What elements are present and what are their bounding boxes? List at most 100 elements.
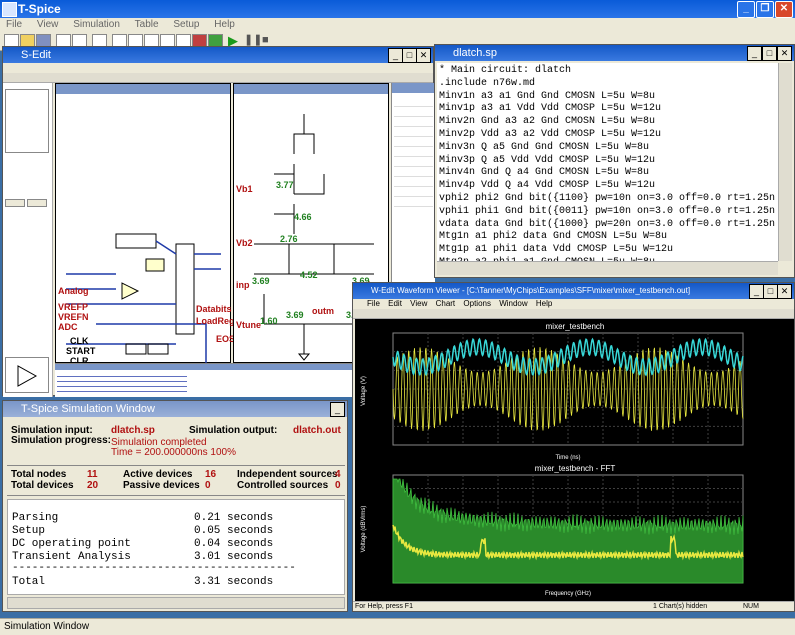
cell-preview: [5, 357, 49, 393]
library-list[interactable]: [5, 89, 49, 153]
stat-controlled-sources-value: 0: [335, 480, 341, 491]
mixer-diagram: [254, 114, 374, 361]
divider-2: [7, 495, 345, 496]
simulation-titlebar: T-Spice Simulation Window _: [3, 401, 347, 417]
stop-icon[interactable]: ■: [262, 34, 269, 46]
timing-total-value: 3.31 seconds: [194, 576, 274, 588]
mixer-schematic-tab: [234, 84, 388, 94]
netlist-line: * Main circuit: dlatch: [439, 65, 572, 76]
stat-total-nodes-label: Total nodes: [11, 469, 67, 480]
stat-active-devices-value: 16: [205, 469, 217, 480]
menu-help[interactable]: Help: [214, 19, 235, 30]
command-log-header: [55, 364, 435, 370]
netlist-line: Mtg2n a2 phi1 a1 Gnd CMOSN L=5u W=8u: [439, 257, 776, 261]
netlist-line: Minv2n Gnd a3 a2 Gnd CMOSN L=5u W=8u: [439, 116, 656, 128]
wmenu-file[interactable]: File: [367, 299, 380, 308]
bottom-chart-title: mixer_testbench - FFT: [535, 464, 616, 473]
menu-view[interactable]: View: [36, 19, 59, 30]
stat-total-devices-label: Total devices: [11, 480, 74, 491]
netlist-vertical-scrollbar[interactable]: [778, 63, 792, 261]
label-vrefp: VREFP: [58, 302, 89, 312]
netlist-line: Mtg1p a1 phi1 data Vdd CMOSP L=5u W=12u: [439, 244, 674, 256]
netlist-line: Mtg1n a1 phi2 data Gnd CMOSN L=5u W=8u: [439, 231, 668, 243]
waveform-minimize-button[interactable]: _: [749, 284, 764, 299]
run-simulation-icon[interactable]: ▶: [228, 33, 238, 48]
waveform-close-button[interactable]: ✕: [777, 284, 792, 299]
timing-separator: ----------------------------------------…: [12, 562, 296, 574]
wmenu-window[interactable]: Window: [499, 299, 528, 308]
close-button[interactable]: ✕: [775, 1, 793, 18]
top-chart-yellow-trace: [392, 347, 744, 432]
minimize-button[interactable]: _: [737, 1, 755, 18]
label-loadreg: LoadReg: [196, 316, 235, 326]
netlist-maximize-button[interactable]: □: [762, 46, 777, 61]
node-466: 4.66: [294, 212, 312, 222]
sim-input-value: dlatch.sp: [111, 425, 155, 436]
netlist-title: dlatch.sp: [453, 47, 498, 59]
bottom-chart-yellow-trace: [392, 524, 744, 561]
wmenu-help[interactable]: Help: [535, 299, 553, 308]
netlist-line: Minv1p a3 a1 Vdd Vdd CMOSP L=5u W=12u: [439, 103, 662, 115]
stat-independent-sources-label: Independent sources: [237, 469, 338, 480]
wmenu-view[interactable]: View: [410, 299, 428, 308]
simulation-stats: Total nodes 11 Active devices 16 Indepen…: [9, 469, 343, 493]
label-eos: EOS: [216, 334, 236, 344]
netlist-close-button[interactable]: ✕: [777, 46, 792, 61]
wmenu-options[interactable]: Options: [463, 299, 491, 308]
app-title: T-Spice: [18, 2, 61, 16]
adc-schematic-tab: [56, 84, 230, 94]
wmenu-chart[interactable]: Chart: [435, 299, 456, 308]
stat-passive-devices-value: 0: [205, 480, 211, 491]
waveform-status-hidden: 1 Chart(s) hidden: [653, 603, 708, 610]
simulation-window: T-Spice Simulation Window _ Simulation i…: [2, 400, 348, 612]
label-clk: CLK: [70, 336, 89, 346]
node-276: 2.76: [280, 234, 298, 244]
library-button-1[interactable]: [5, 199, 25, 207]
top-chart-cyan-trace: [392, 337, 744, 377]
restore-button[interactable]: ❐: [756, 1, 774, 18]
netlist-line: Minv4n Gnd Q a4 Gnd CMOSN L=5u W=8u: [439, 167, 650, 179]
netlist-line: .include n76w.md: [439, 77, 536, 89]
node-369-inm: 3.69: [352, 276, 370, 286]
netlist-line: vdata data Gnd bit({1000} pw=20n on=3.0 …: [439, 218, 778, 230]
top-chart-title: mixer_testbench: [546, 322, 605, 331]
node-377: 3.77: [276, 180, 294, 190]
properties-grid[interactable]: [394, 97, 433, 207]
label-vb1: Vb1: [236, 184, 253, 194]
waveform-maximize-button[interactable]: □: [763, 284, 778, 299]
stat-total-devices-value: 20: [87, 480, 99, 491]
netlist-horizontal-scrollbar[interactable]: [437, 261, 778, 275]
netlist-line: vphi2 phi2 Gnd bit({1100} pw=10n on=3.0 …: [439, 192, 778, 204]
netlist-line: Minv2p Vdd a3 a2 Vdd CMOSP L=5u W=12u: [439, 128, 662, 140]
stat-controlled-sources-label: Controlled sources: [237, 480, 329, 491]
menu-table[interactable]: Table: [134, 19, 159, 30]
waveform-status-num: NUM: [743, 603, 759, 610]
cell-list[interactable]: [5, 221, 49, 341]
pause-icon[interactable]: ❚❚: [244, 34, 263, 46]
stat-passive-devices-label: Passive devices: [123, 480, 200, 491]
netlist-minimize-button[interactable]: _: [747, 46, 762, 61]
netlist-line: Minv1n a3 a1 Gnd Gnd CMOSN L=5u W=8u: [439, 90, 656, 102]
label-start: START: [66, 346, 96, 356]
menu-file[interactable]: File: [6, 19, 23, 30]
menu-setup[interactable]: Setup: [173, 19, 200, 30]
waveform-status-help: For Help, press F1: [355, 603, 413, 610]
library-button-2[interactable]: [27, 199, 47, 207]
simulation-horizontal-scrollbar[interactable]: [7, 597, 345, 609]
app-titlebar: T-Spice _ ❐ ✕: [0, 0, 795, 18]
preview-symbol-icon: [17, 365, 38, 387]
schematic-close-button[interactable]: ✕: [416, 48, 431, 63]
timing-setup-label: Setup: [12, 525, 46, 537]
menu-simulation[interactable]: Simulation: [73, 19, 120, 30]
waveform-title: W-Edit Waveform Viewer - [C:\Tanner\MyCh…: [371, 286, 691, 295]
schematic-minimize-button[interactable]: _: [388, 48, 403, 63]
schematic-maximize-button[interactable]: □: [402, 48, 417, 63]
timing-parsing-label: Parsing: [12, 512, 59, 524]
properties-header: [392, 83, 435, 93]
simulation-minimize-button[interactable]: _: [330, 402, 345, 417]
wmenu-edit[interactable]: Edit: [388, 299, 402, 308]
waveform-charts: mixer_testbench Time (ns) Voltage (V) mi…: [361, 322, 744, 597]
netlist-titlebar: dlatch.sp _ □ ✕: [435, 45, 794, 61]
node-452: 4.52: [300, 270, 318, 280]
